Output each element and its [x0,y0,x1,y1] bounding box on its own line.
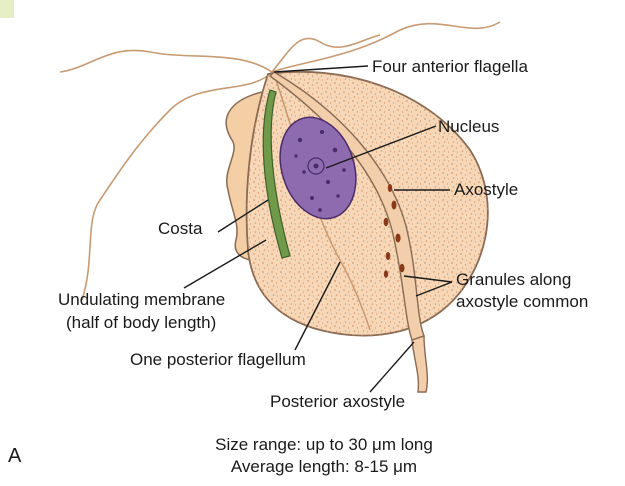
label-costa: Costa [158,219,203,238]
cell-speckles [247,72,488,336]
panel-label: A [8,445,22,467]
label-undulating-membrane-line1: Undulating membrane [58,290,225,309]
nucleolus-core [314,164,319,169]
label-granules-line1: Granules along [456,270,571,289]
label-four-anterior-flagella: Four anterior flagella [372,57,528,76]
caption-size-range: Size range: up to 30 μm long [215,435,433,454]
label-posterior-axostyle: Posterior axostyle [270,392,405,411]
label-granules-line2: axostyle common [456,292,588,311]
label-posterior-flagellum: One posterior flagellum [130,350,306,369]
posterior-axostyle [412,336,427,392]
label-undulating-membrane-line2: (half of body length) [66,313,216,332]
label-axostyle: Axostyle [454,180,518,199]
label-nucleus: Nucleus [438,117,499,136]
caption-average-length: Average length: 8-15 μm [231,457,417,476]
